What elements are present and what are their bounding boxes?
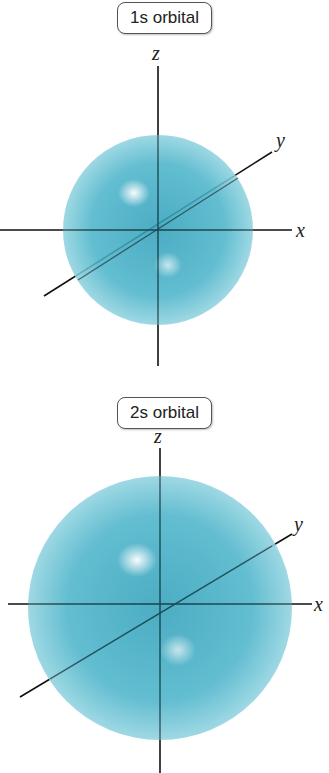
box-label: 2s orbital — [130, 403, 199, 423]
axis-label: x — [296, 220, 305, 240]
axis-label: x — [314, 594, 323, 614]
axis-label: z — [152, 43, 160, 63]
title-box: 1s orbital — [117, 2, 212, 34]
highlight — [118, 179, 150, 207]
title-box: 2s orbital — [117, 397, 212, 429]
axes-1s — [0, 66, 292, 366]
axes-1s-inner — [63, 135, 253, 325]
axis-label: y — [294, 514, 303, 534]
axis-label: z — [154, 426, 162, 446]
axes-2s — [8, 448, 312, 773]
axes-2s-inner — [28, 476, 292, 740]
2s-sphere — [28, 476, 292, 740]
highlight — [117, 543, 157, 577]
1s-sphere — [63, 135, 253, 325]
box-label: 1s orbital — [130, 8, 199, 28]
axis-label: y — [276, 130, 285, 150]
highlight — [160, 634, 196, 666]
